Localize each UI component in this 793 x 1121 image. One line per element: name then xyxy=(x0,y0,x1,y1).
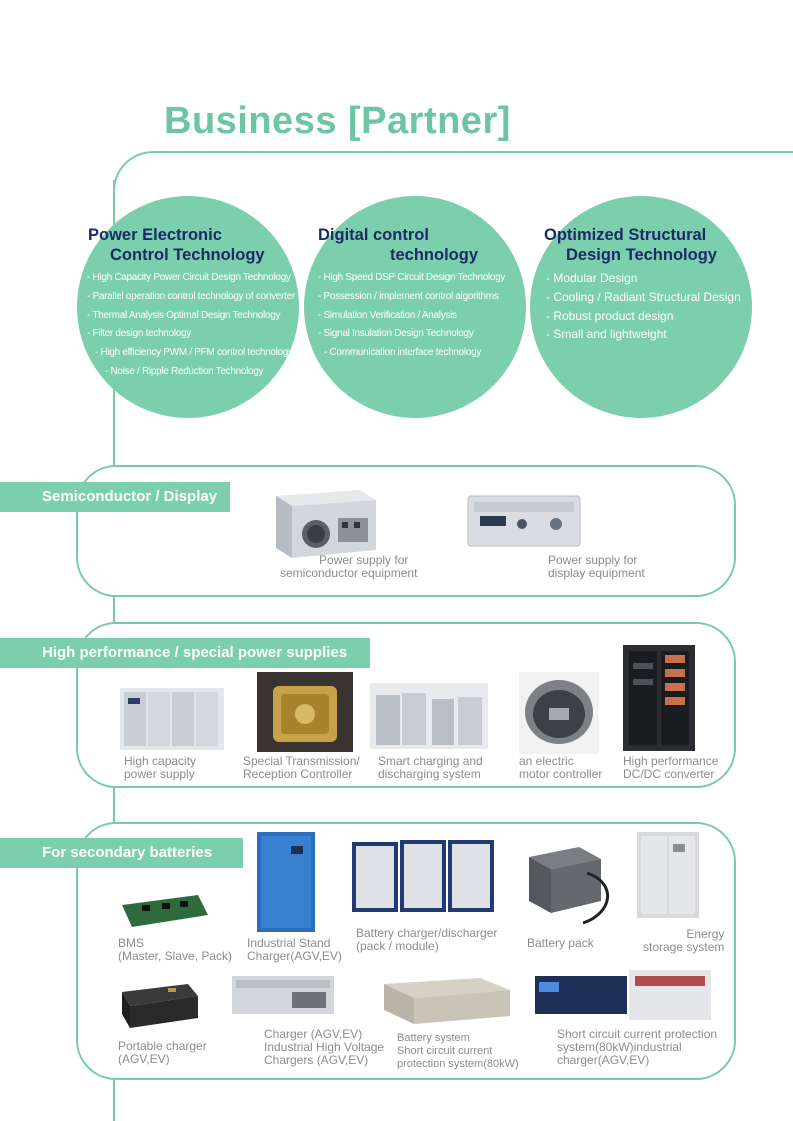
dcdc-converter-image xyxy=(623,645,695,751)
product-caption: Charger (AGV,EV) Industrial High Voltage… xyxy=(264,1027,385,1067)
industrial-stand-charger-image xyxy=(257,832,315,932)
list-item: - Parallel operation control technology … xyxy=(87,290,295,302)
list-item: - Robust product design xyxy=(546,308,674,323)
high-capacity-power-supply-image xyxy=(120,688,224,750)
product-caption: High performance DC/DC converter xyxy=(623,754,719,781)
list-item: - Possession / implement control algorit… xyxy=(318,290,499,302)
circle-list: - Modular Design - Cooling / Radiant Str… xyxy=(546,269,741,344)
circle-title: Power Electronic Control Technology xyxy=(88,226,265,264)
list-item: - Filter design technology xyxy=(87,328,191,340)
bms-image xyxy=(122,895,208,927)
section-label: For secondary batteries xyxy=(0,838,243,868)
page-title: Business [Partner] xyxy=(164,100,511,142)
product-caption: Energy storage system xyxy=(643,927,725,954)
product-caption: Battery charger/discharger (pack / modul… xyxy=(356,926,498,953)
product-caption: Portable charger (AGV,EV) xyxy=(118,1039,207,1066)
section-label: Semiconductor / Display xyxy=(0,482,230,512)
product-caption: High capacity power supply xyxy=(124,754,197,781)
product-caption: Smart charging and discharging system xyxy=(378,754,483,781)
list-item: - Communication interface technology xyxy=(324,347,482,359)
circle-list: - High Speed DSP Circuit Design Technolo… xyxy=(318,269,505,363)
product-caption: Short circuit current protection system(… xyxy=(557,1027,718,1067)
special-transmission-controller-image xyxy=(257,672,353,752)
list-item: - Thermal Analysis Optimal Design Techno… xyxy=(87,309,281,321)
product-caption: Industrial Stand Charger(AGV,EV) xyxy=(247,936,342,963)
product-caption: BMS (Master, Slave, Pack) xyxy=(118,936,233,963)
battery-pack-image xyxy=(529,847,609,925)
list-item: - Modular Design xyxy=(546,271,638,285)
tech-circle-digital-control: Digital control technology - High Speed … xyxy=(304,196,526,418)
portable-charger-image xyxy=(122,984,198,1028)
section-label: High performance / special power supplie… xyxy=(0,638,370,668)
tech-circle-power-electronic: Power Electronic Control Technology - Hi… xyxy=(77,196,299,418)
product-caption: Power supply for display equipment xyxy=(548,553,645,580)
energy-storage-system-image xyxy=(637,832,699,918)
list-item: - Signal Insulation Design Technology xyxy=(318,328,474,340)
list-item: - Cooling / Radiant Structural Design xyxy=(546,289,741,304)
battery-short-circuit-protection-image xyxy=(384,978,510,1024)
circle-title: Optimized Structural Design Technology xyxy=(544,226,717,264)
list-item: - High Capacity Power Circuit Design Tec… xyxy=(87,272,291,283)
smart-charging-system-image xyxy=(370,683,488,749)
semiconductor-power-supply-image xyxy=(276,490,376,558)
short-circuit-industrial-charger-image xyxy=(535,970,711,1020)
display-power-supply-image xyxy=(467,495,581,547)
electric-motor-controller-image xyxy=(519,672,599,754)
list-item: - High efficiency PWM / PFM control tech… xyxy=(95,347,293,359)
product-caption: Power supply for semiconductor equipment xyxy=(280,553,418,580)
product-caption: Battery pack xyxy=(527,936,594,950)
list-item: - Simulation Verification / Analysis xyxy=(318,309,457,321)
list-item: - Noise / Ripple Reduction Technology xyxy=(105,365,264,377)
tech-circle-structural-design: Optimized Structural Design Technology -… xyxy=(530,196,752,418)
battery-charger-discharger-image xyxy=(352,840,494,912)
list-item: - Small and lightweight xyxy=(546,327,667,342)
circle-title: Digital control technology xyxy=(318,226,479,264)
circle-list: - High Capacity Power Circuit Design Tec… xyxy=(87,269,295,382)
product-caption: an electric motor controller xyxy=(519,754,603,781)
list-item: - High Speed DSP Circuit Design Technolo… xyxy=(318,272,506,283)
industrial-high-voltage-charger-image xyxy=(232,976,334,1014)
product-caption: Special Transmission/ Reception Controll… xyxy=(243,754,360,781)
product-caption: Battery system Short circuit current pro… xyxy=(397,1032,519,1070)
